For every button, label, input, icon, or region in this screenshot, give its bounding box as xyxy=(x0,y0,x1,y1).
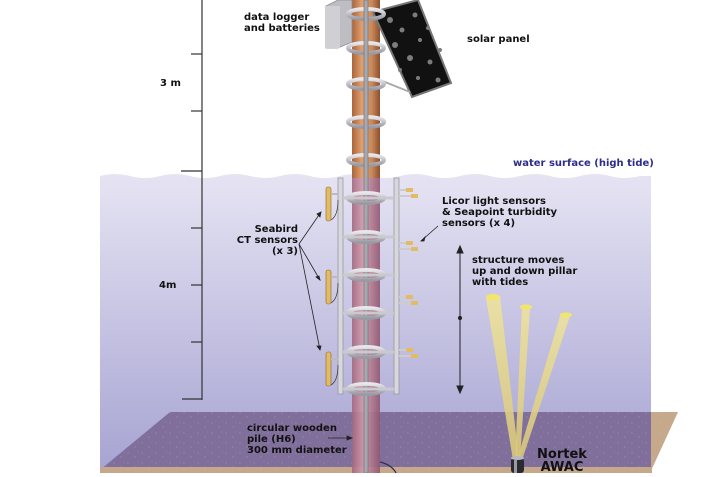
depth-scale xyxy=(181,0,203,400)
seabed-texture xyxy=(100,412,678,470)
data-logger-label: data logger and batteries xyxy=(244,12,320,34)
scale-label-3m: 3 m xyxy=(160,78,181,89)
scale-label-4m: 4m xyxy=(159,280,177,291)
solar-panel xyxy=(371,0,453,99)
structure-moves-label: structure moves up and down pillar with … xyxy=(472,255,578,288)
nortek-awac xyxy=(511,456,524,473)
licor-seapoint-sensor-pair xyxy=(399,348,418,358)
seabird-ct-sensor xyxy=(325,351,339,387)
seabird-ct-sensor xyxy=(325,269,339,305)
solar-panel-label: solar panel xyxy=(467,34,530,45)
seabird-ct-sensors-label: Seabird CT sensors (x 3) xyxy=(236,224,298,257)
licor-seapoint-sensors-label: Licor light sensors & Seapoint turbidity… xyxy=(442,196,558,229)
awac-beams xyxy=(486,294,572,460)
sensor-frame xyxy=(337,177,400,396)
water-surface-label: water surface (high tide) xyxy=(513,158,654,169)
data-logger-box xyxy=(325,0,353,49)
licor-seapoint-sensor-pair xyxy=(399,188,418,198)
seabird-leader-arrows xyxy=(298,211,322,351)
seabird-ct-sensor xyxy=(325,186,339,222)
wooden-pile-label: circular wooden pile (H6) 300 mm diamete… xyxy=(247,423,347,456)
nortek-awac-label: Nortek AWAC xyxy=(537,447,587,475)
licor-leader-arrow xyxy=(420,225,439,242)
tide-motion-arrow xyxy=(456,244,464,395)
pile-leader-arrow xyxy=(328,435,354,441)
awac-cable xyxy=(379,461,397,474)
licor-seapoint-sensor-pair xyxy=(399,241,418,251)
licor-seapoint-sensor-pair xyxy=(399,295,418,305)
